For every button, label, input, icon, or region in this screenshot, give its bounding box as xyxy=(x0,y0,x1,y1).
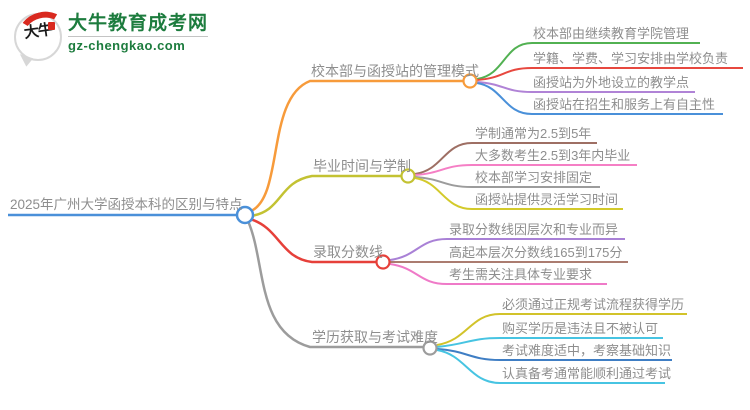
site-url: gz-chengkao.com xyxy=(68,38,186,53)
leaf-label-most-graduate: 大多数考生2.5到3年内毕业 xyxy=(475,148,631,163)
leaf-label-flexible-time: 函授站提供灵活学习时间 xyxy=(475,192,619,207)
site-title: 大牛教育成考网 xyxy=(68,13,209,34)
leaf-line-pass-with-prep xyxy=(436,349,665,384)
leaf-line-study-period xyxy=(414,142,597,175)
branch-node-circle-graduation xyxy=(400,168,416,184)
leaf-line-fixed-schedule xyxy=(414,176,600,188)
leaf-label-pass-with-prep: 认真备考通常能顺利通过考试 xyxy=(502,366,672,381)
branch-node-circle-management xyxy=(462,73,478,89)
branch-node-circle-diploma xyxy=(422,340,438,356)
leaf-label-college-managed: 校本部由继续教育学院管理 xyxy=(533,26,690,41)
root-node-circle xyxy=(235,205,255,225)
leaf-label-moderate-difficulty: 考试难度适中，考察基础知识 xyxy=(502,343,672,358)
leaf-label-check-requirements: 考生需关注具体专业要求 xyxy=(449,267,593,282)
branch-label-graduation: 毕业时间与学制 xyxy=(313,158,411,174)
leaf-line-school-responsible xyxy=(476,67,743,81)
branch-label-score: 录取分数线 xyxy=(313,244,383,260)
branch-line-diploma xyxy=(246,220,423,349)
logo-divider xyxy=(68,36,209,37)
root-node-label: 2025年广州大学函授本科的区别与特点 xyxy=(10,197,243,212)
branch-line-management xyxy=(250,79,463,213)
branch-line-graduation xyxy=(250,174,401,218)
leaf-line-moderate-difficulty xyxy=(436,348,672,361)
bull-badge-icon: 大牛 xyxy=(14,6,71,68)
leaf-line-check-requirements xyxy=(389,263,607,285)
leaf-label-school-responsible: 学籍、学费、学习安排由学校负责 xyxy=(533,51,729,66)
branch-line-score xyxy=(249,217,376,264)
red-seal-icon xyxy=(48,22,55,30)
leaf-label-score-varies: 录取分数线因层次和专业而异 xyxy=(449,222,619,237)
site-logo[interactable]: 大牛 大牛教育成考网 gz-chengkao.com xyxy=(14,6,209,68)
leaf-line-most-graduate xyxy=(414,164,637,176)
leaf-label-offsite-teaching-point: 函授站为外地设立的教学点 xyxy=(533,75,690,90)
leaf-line-college-managed xyxy=(476,42,700,80)
leaf-line-formal-exam xyxy=(436,313,687,346)
leaf-label-formal-exam: 必须通过正规考试流程获得学历 xyxy=(502,297,685,312)
branch-node-circle-score xyxy=(375,254,391,270)
branch-label-diploma: 学历获取与考试难度 xyxy=(312,329,438,345)
leaf-label-study-period: 学制通常为2.5到5年 xyxy=(475,126,592,141)
leaf-label-score-range: 高起本层次分数线165到175分 xyxy=(449,245,623,260)
leaf-line-station-autonomy xyxy=(476,82,723,115)
leaf-line-buying-illegal xyxy=(436,337,663,348)
branch-label-management: 校本部与函授站的管理模式 xyxy=(311,63,479,79)
leaf-line-score-varies xyxy=(389,238,625,261)
leaf-label-fixed-schedule: 校本部学习安排固定 xyxy=(475,170,593,185)
leaf-label-buying-illegal: 购买学历是违法且不被认可 xyxy=(502,321,659,336)
logo-text-block: 大牛教育成考网 gz-chengkao.com xyxy=(68,13,209,53)
leaf-line-flexible-time xyxy=(414,177,623,210)
leaf-label-station-autonomy: 函授站在招生和服务上有自主性 xyxy=(533,97,716,112)
leaf-line-offsite-teaching-point xyxy=(476,81,695,93)
